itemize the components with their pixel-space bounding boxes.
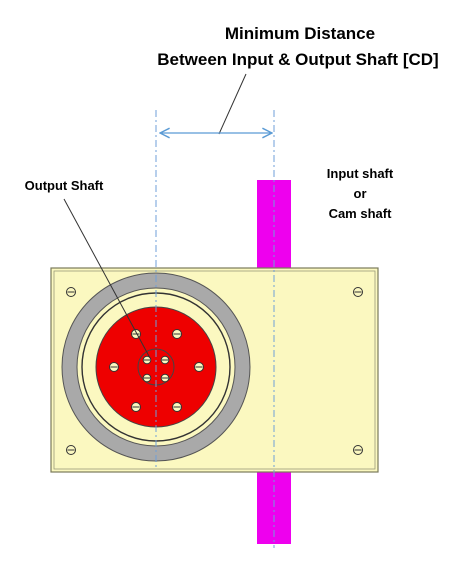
bolt-icon (160, 355, 170, 365)
input-shaft-label-line-1: Input shaft (327, 166, 394, 181)
bolt-icon (172, 329, 182, 339)
input-shaft-label-line-2: or (354, 186, 367, 201)
bolt-icon (194, 362, 204, 372)
flange-bolts (109, 329, 204, 412)
bolt-icon (142, 355, 152, 365)
bolt-icon (172, 402, 182, 412)
title-line-1: Minimum Distance (225, 24, 375, 43)
bolt-icon (131, 402, 141, 412)
bolt-icon (109, 362, 119, 372)
housing-holes (66, 287, 363, 455)
housing-inner-edge (53, 270, 376, 470)
bolt-icon (160, 373, 170, 383)
title-line-2: Between Input & Output Shaft [CD] (157, 50, 438, 69)
title-leader-line (218, 73, 247, 135)
output-shaft-label: Output Shaft (25, 178, 104, 193)
output-shaft-leader (63, 198, 151, 359)
input-shaft-label-line-3: Cam shaft (329, 206, 393, 221)
bolt-icon (142, 373, 152, 383)
